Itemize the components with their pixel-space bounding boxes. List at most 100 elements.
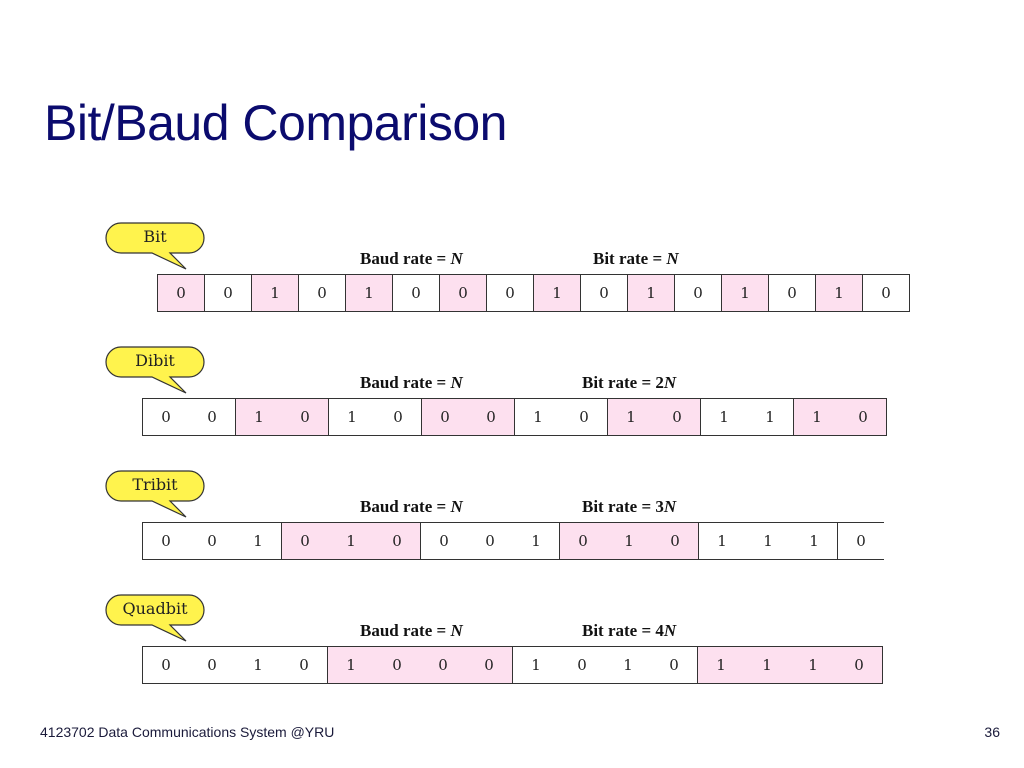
bit-group: 1 [345, 275, 392, 311]
bit-group: 0 [157, 275, 204, 311]
bit-cell: 0 [317, 284, 327, 302]
bit-cell: 1 [763, 532, 773, 550]
bit-group: 0 [837, 523, 884, 559]
bit-cell: 0 [505, 284, 515, 302]
callout-label: Dibit [135, 351, 175, 370]
bit-cell: 0 [440, 408, 450, 426]
bit-group: 1 1 1 [698, 523, 837, 559]
bit-cell: 0 [787, 284, 797, 302]
bit-group: 0 [204, 275, 251, 311]
bit-cell: 0 [207, 408, 217, 426]
bit-cell: 0 [577, 656, 587, 674]
bit-cell: 1 [533, 408, 543, 426]
callout-bubble [105, 470, 205, 518]
bit-group: 1 [815, 275, 862, 311]
bit-cell: 0 [393, 408, 403, 426]
bit-rate-label: Bit rate = 4N [582, 621, 677, 640]
baud-rate-label: Baud rate = N [360, 497, 463, 516]
bit-cell: 0 [300, 532, 310, 550]
bit-cell: 0 [881, 284, 891, 302]
slide-title: Bit/Baud Comparison [44, 95, 507, 151]
bit-cell: 0 [176, 284, 186, 302]
baud-rate-label: Baud rate = N [360, 373, 463, 392]
bit-cell: 0 [486, 408, 496, 426]
bit-cell: 0 [484, 656, 494, 674]
bit-cell: 1 [808, 656, 818, 674]
callout-bubble [105, 346, 205, 394]
footer-page-number: 36 [984, 724, 1000, 740]
bit-group: 0 [580, 275, 627, 311]
bit-cell: 0 [854, 656, 864, 674]
bit-cell: 1 [623, 656, 633, 674]
bit-cell: 1 [346, 532, 356, 550]
bit-group: 0 [392, 275, 439, 311]
bit-cell: 0 [300, 408, 310, 426]
bit-cell: 0 [458, 284, 468, 302]
baud-rate-label: Baud rate = N [360, 621, 463, 640]
bit-cell: 0 [579, 408, 589, 426]
bit-cell: 1 [740, 284, 750, 302]
bit-cell: 1 [626, 408, 636, 426]
bit-group: 1 [251, 275, 298, 311]
bit-cell: 1 [809, 532, 819, 550]
bit-cell: 0 [161, 656, 171, 674]
baud-rate-label: Baud rate = N [360, 249, 463, 268]
bit-cell: 0 [392, 532, 402, 550]
bit-cell: 1 [762, 656, 772, 674]
bit-cell: 0 [392, 656, 402, 674]
bit-cell: 0 [161, 408, 171, 426]
callout-label: Bit [143, 227, 167, 246]
bit-group: 0 [439, 275, 486, 311]
bit-rate-label: Bit rate = 3N [582, 497, 677, 516]
bit-cell: 1 [253, 532, 263, 550]
bit-cell: 1 [531, 656, 541, 674]
bit-cell: 0 [858, 408, 868, 426]
bit-cell: 1 [364, 284, 374, 302]
bit-group: 0 [298, 275, 345, 311]
bit-cell: 1 [646, 284, 656, 302]
bit-group: 1 [533, 275, 580, 311]
bit-cell: 0 [672, 408, 682, 426]
callout-bubble [105, 594, 205, 642]
bit-cell: 0 [693, 284, 703, 302]
bit-cell: 0 [669, 656, 679, 674]
bit-rate-label: Bit rate = 2N [582, 373, 677, 392]
bit-cell: 1 [834, 284, 844, 302]
bit-cell: 0 [856, 532, 866, 550]
bit-cell: 1 [765, 408, 775, 426]
callout-label: Tribit [132, 475, 178, 494]
footer-course: 4123702 Data Communications System @YRU [40, 724, 335, 740]
bit-cell: 1 [717, 532, 727, 550]
bit-group: 1 0 1 0 [512, 647, 697, 683]
bit-cell: 0 [578, 532, 588, 550]
bit-cell: 1 [347, 408, 357, 426]
bit-cell: 0 [411, 284, 421, 302]
bit-cell: 0 [299, 656, 309, 674]
bit-group: 0 [674, 275, 721, 311]
bit-cell: 0 [670, 532, 680, 550]
bit-cell: 0 [485, 532, 495, 550]
bit-cell: 1 [253, 656, 263, 674]
bit-cell: 1 [270, 284, 280, 302]
bit-cell: 1 [531, 532, 541, 550]
bit-group: 0 [768, 275, 815, 311]
bit-cell: 0 [223, 284, 233, 302]
bit-group: 0 1 0 [281, 523, 420, 559]
